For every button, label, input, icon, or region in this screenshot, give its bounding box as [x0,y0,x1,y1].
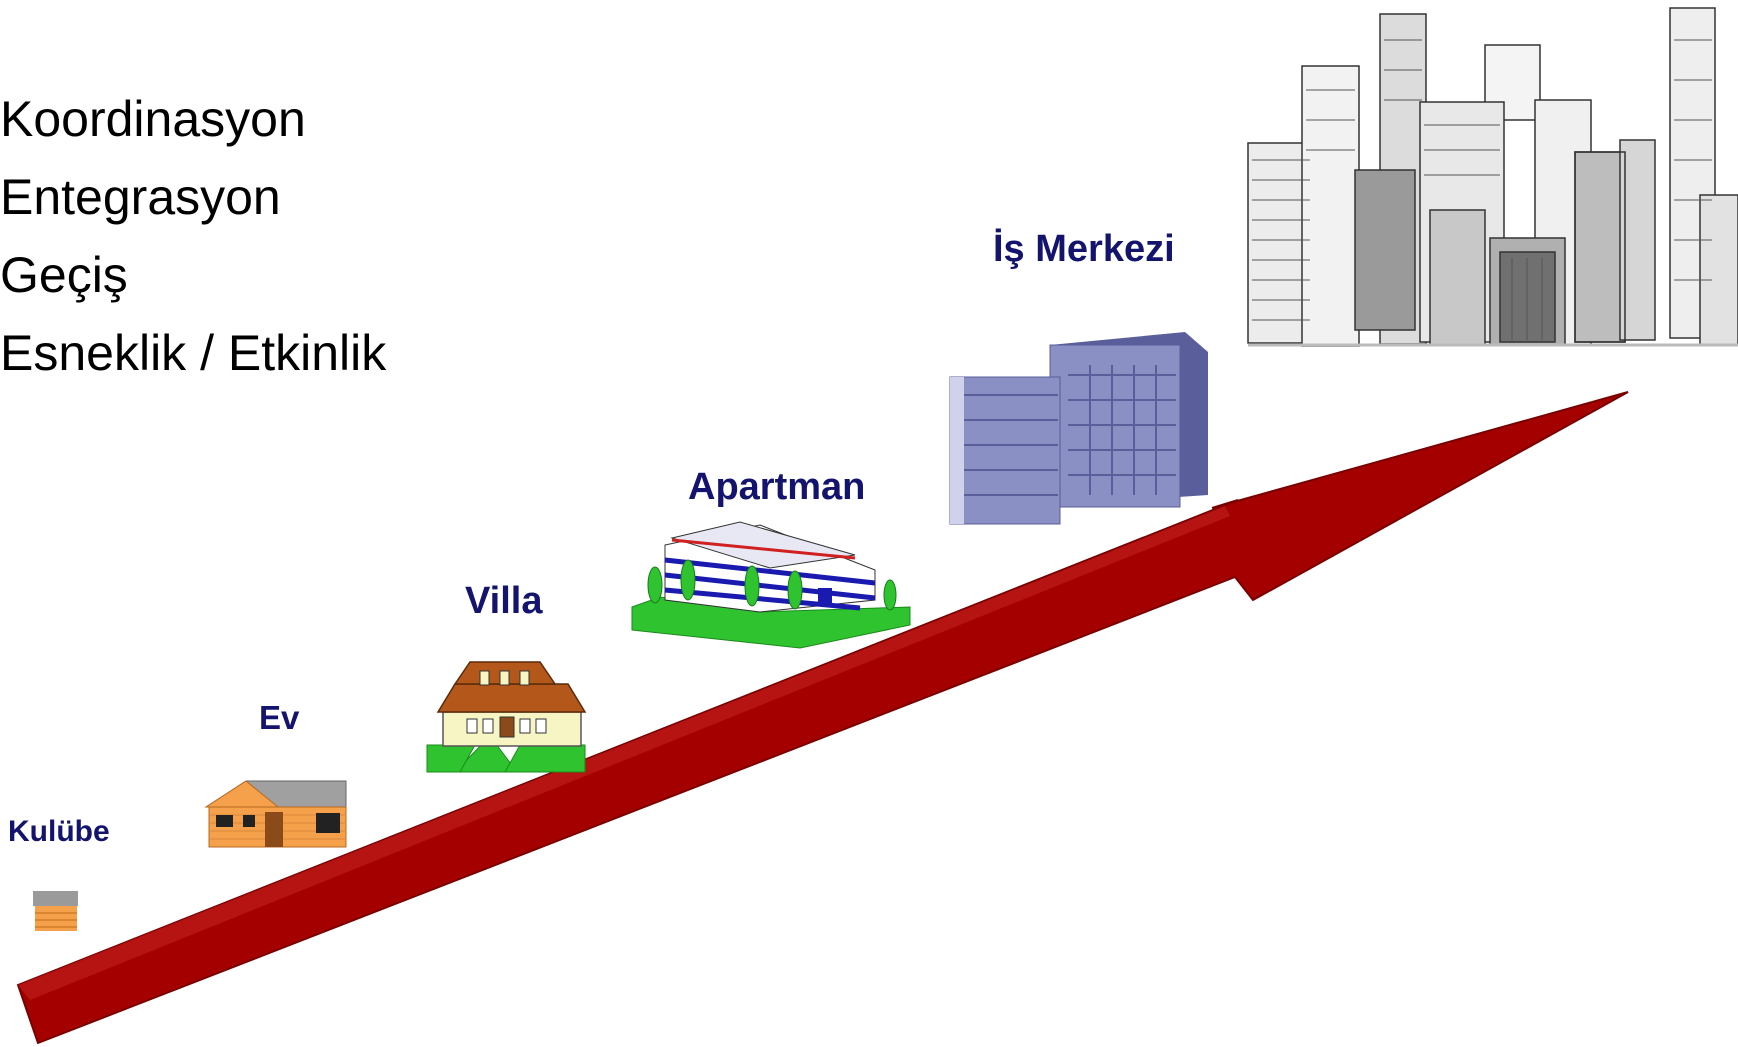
stage-label-ev: Ev [259,699,300,736]
skyscraper-city-icon [1247,7,1738,347]
house-icon [204,780,347,848]
office-building-icon [949,332,1208,525]
stage-label-villa: Villa [465,580,543,622]
stage-label-apartman: Apartman [688,466,866,508]
concept-item: Geçiş [0,247,128,303]
concept-item: Koordinasyon [0,91,306,147]
apartment-building-icon [631,521,911,649]
concept-list: Koordinasyon Entegrasyon Geçiş Esneklik … [0,80,386,392]
villa-icon [426,661,587,773]
stage-label-kulube: Kulübe [8,815,110,848]
stage-label-is-merkezi: İş Merkezi [993,228,1175,270]
small-hut-icon [33,891,78,931]
concept-item: Entegrasyon [0,169,281,225]
growth-arrow-icon [16,391,1629,1045]
concept-item: Esneklik / Etkinlik [0,325,387,381]
